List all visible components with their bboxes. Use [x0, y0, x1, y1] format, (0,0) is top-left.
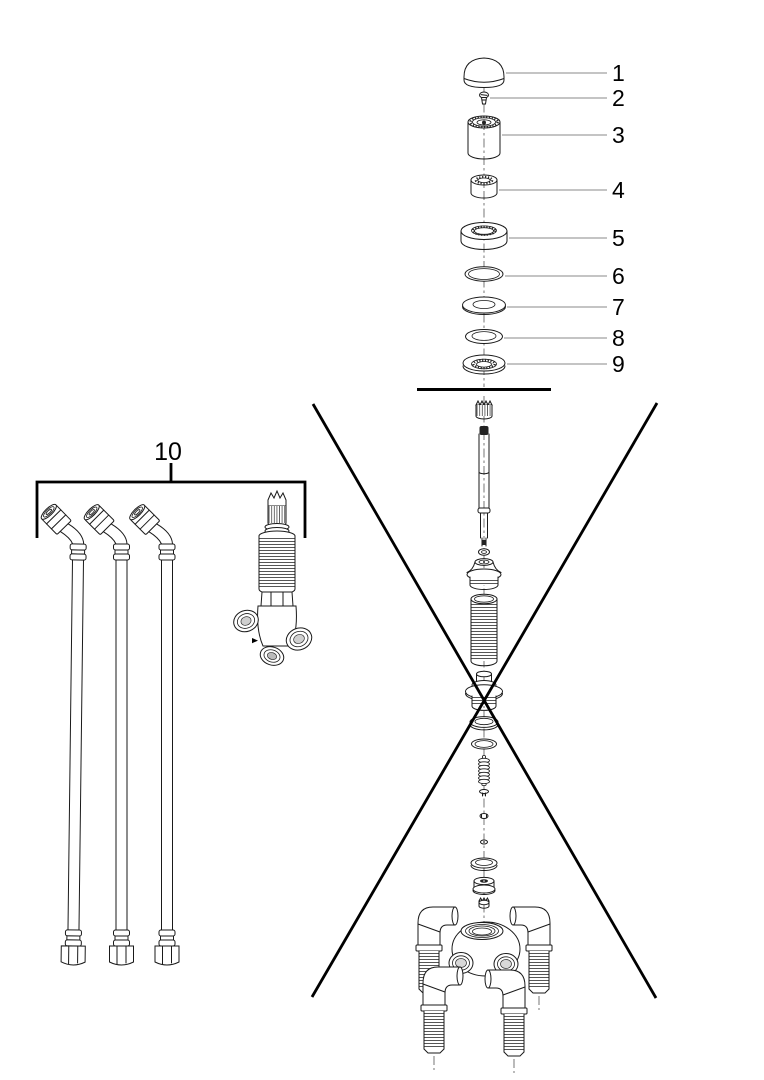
hose-3: [127, 502, 180, 966]
part-o-ring: [464, 266, 504, 282]
kit-callout-10: 10: [35, 438, 307, 538]
part-base-ring: [462, 354, 506, 375]
part-escutcheon-ring: [460, 222, 508, 250]
callout-label-10: 10: [154, 438, 182, 466]
callout-label-4: 4: [612, 177, 625, 203]
part-dome-cap: [463, 57, 505, 89]
hose-2: [81, 502, 134, 966]
part-screw: [479, 91, 489, 105]
callout-label-7: 7: [612, 294, 625, 320]
callout-label-6: 6: [612, 263, 625, 289]
manifold-group: [415, 906, 553, 1074]
callout-label-1: 1: [612, 60, 625, 86]
bracket: [35, 480, 307, 538]
part-adapter-sleeve: [467, 115, 501, 160]
elbow-bottom-right: [484, 969, 528, 1074]
hose-group: [33, 501, 180, 966]
part-washer: [462, 296, 506, 315]
elbow-bottom-left: [420, 966, 464, 1071]
callout-label-3: 3: [612, 122, 625, 148]
callouts: 1 2 3 4 5 6 7 8 9: [490, 60, 625, 377]
callout-label-9: 9: [612, 351, 625, 377]
spindle-assembly-group: [465, 399, 503, 909]
crossed-out-overlay: [310, 402, 659, 999]
hose-1: [33, 501, 92, 966]
callout-label-5: 5: [612, 225, 625, 251]
flow-arrow-icon: [252, 638, 258, 644]
callout-label-8: 8: [612, 325, 625, 351]
isolation-valve: [233, 489, 313, 666]
part-thin-washer: [465, 329, 503, 344]
callout-label-2: 2: [612, 85, 625, 111]
part-bushing: [470, 174, 498, 199]
